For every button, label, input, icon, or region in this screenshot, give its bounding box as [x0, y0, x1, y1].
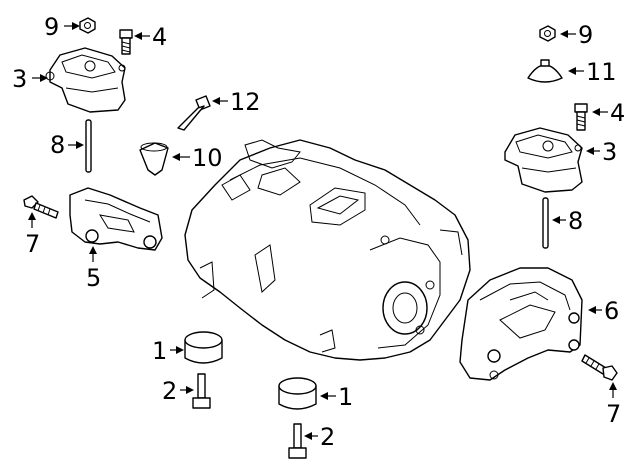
bolt-part-2-left: [192, 373, 211, 409]
callout-5: 5: [86, 264, 101, 292]
callout-7-right: 7: [606, 400, 621, 428]
callout-4-left: 4: [152, 23, 167, 51]
leader-lines: [28, 22, 617, 440]
callout-labels: 9 4 3 8 7 5 12 10 1 2 1 2 9 11 4 3 8 6 7: [12, 13, 625, 451]
bolt-part-4-right: [574, 103, 588, 131]
bushing-part-10: [139, 142, 169, 176]
bushing-part-1-bottom: [278, 377, 317, 410]
callout-4-right: 4: [610, 99, 625, 127]
cap-part-11: [527, 59, 563, 83]
callout-3-right: 3: [602, 138, 617, 166]
callout-8-right: 8: [568, 207, 583, 235]
bolt-part-7-right: [581, 354, 618, 381]
callout-7-left: 7: [25, 230, 40, 258]
bushing-part-1-left: [184, 331, 223, 364]
callout-12: 12: [230, 88, 261, 116]
callout-2-bottom: 2: [320, 423, 335, 451]
callout-2-left: 2: [162, 377, 177, 405]
callout-10: 10: [192, 144, 223, 172]
nut-part-9-right: [539, 25, 556, 42]
mount-part-3-right: [504, 127, 583, 193]
bolt-part-4-left: [119, 29, 133, 55]
callout-9-right: 9: [578, 21, 593, 49]
bolt-part-12: [177, 95, 211, 131]
stud-part-8-left: [85, 119, 92, 173]
mount-part-6: [459, 267, 583, 381]
callout-11: 11: [586, 58, 617, 86]
callout-9-left: 9: [44, 13, 59, 41]
callout-8-left: 8: [50, 131, 65, 159]
bracket-part-5: [69, 187, 163, 251]
callout-3-left: 3: [12, 65, 27, 93]
stud-part-8-right: [542, 197, 549, 249]
transmission-assembly: [184, 139, 471, 361]
callout-1-bottom: 1: [338, 383, 353, 411]
callout-1-left: 1: [152, 337, 167, 365]
callout-6: 6: [604, 297, 619, 325]
bolt-part-2-bottom: [288, 423, 307, 459]
mount-part-3-left: [45, 47, 126, 113]
nut-part-9-left: [79, 17, 96, 34]
bolt-part-7-left: [23, 195, 59, 219]
